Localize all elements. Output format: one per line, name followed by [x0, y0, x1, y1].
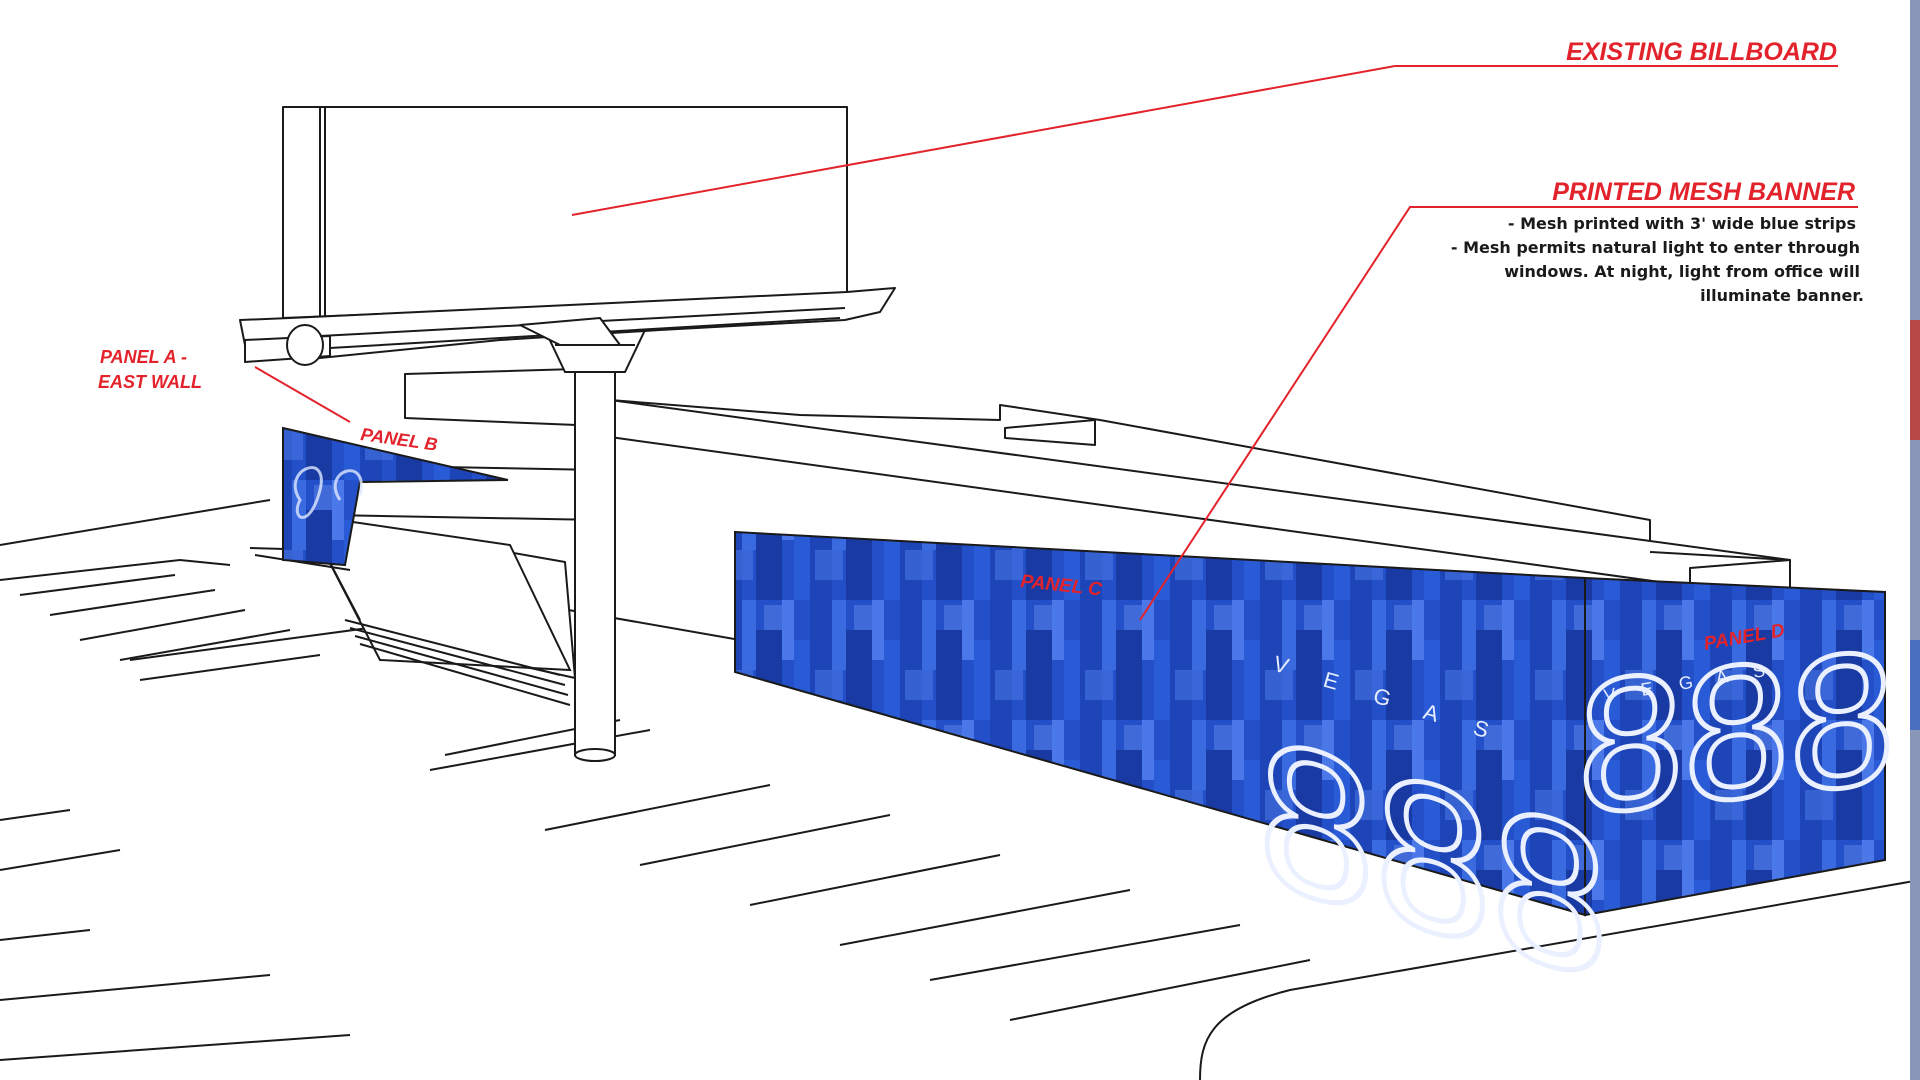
vegas-letter: S — [1751, 660, 1766, 682]
banner-note-line: - Mesh printed with 3' wide blue strips — [1508, 214, 1856, 233]
vegas-letter: G — [1677, 672, 1694, 694]
panel-b-mesh — [282, 426, 509, 567]
vegas-letter: E — [1639, 678, 1654, 700]
vegas-letter: S — [1471, 715, 1492, 743]
branding-panel-d: V E G A S 888 — [1575, 608, 1897, 858]
vegas-letter: G — [1371, 683, 1394, 712]
panel-d-mesh — [1584, 576, 1886, 917]
billboard-pole — [543, 329, 647, 762]
callout-panel-a-line1: PANEL A - — [100, 347, 187, 367]
callout-printed-mesh-banner: PRINTED MESH BANNER — [1552, 178, 1855, 206]
callout-leaders — [254, 65, 1858, 621]
vegas-letter: V — [1271, 651, 1292, 679]
ground-lines — [0, 499, 1920, 1080]
banner-note-line: - Mesh permits natural light to enter th… — [1451, 238, 1860, 257]
vegas-letter: E — [1321, 667, 1342, 695]
callout-panel-a-line2: EAST WALL — [98, 372, 202, 392]
vegas-letter: V — [1602, 684, 1617, 706]
vegas-letter: A — [1714, 666, 1729, 688]
number-888: 888 — [1578, 610, 1895, 855]
right-edge-strip — [1910, 0, 1920, 1080]
vegas-letter: A — [1421, 699, 1442, 727]
banner-note-line: illuminate banner. — [1700, 286, 1864, 305]
callout-existing-billboard: EXISTING BILLBOARD — [1566, 38, 1837, 66]
banner-note-line: windows. At night, light from office wil… — [1504, 262, 1860, 281]
banner-notes: - Mesh printed with 3' wide blue strips … — [1451, 214, 1864, 305]
existing-billboard — [239, 106, 896, 366]
